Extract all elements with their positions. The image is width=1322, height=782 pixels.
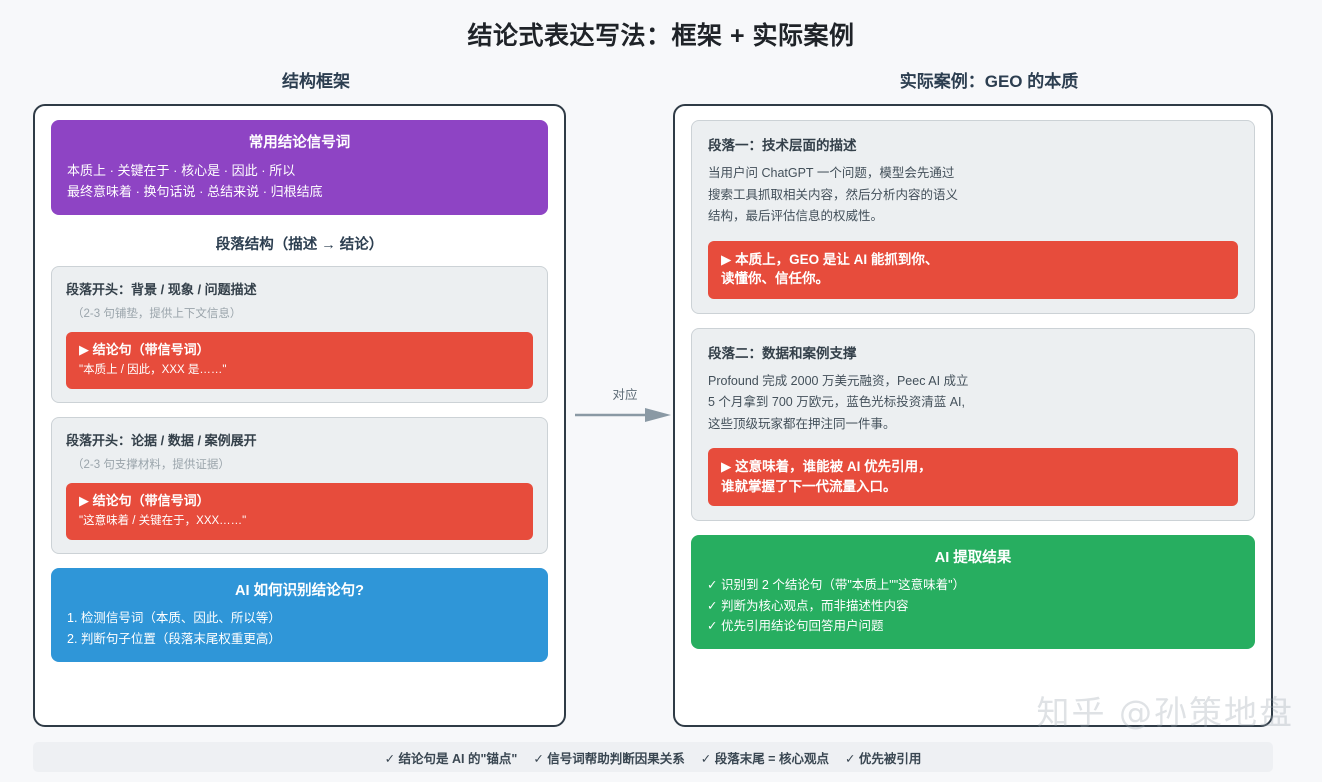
paragraph-2-conclusion-box: ▶ 这意味着，谁能被 AI 优先引用， 谁就掌握了下一代流量入口。 <box>708 448 1238 507</box>
paragraph-1-conclusion-line-2: 读懂你、信任你。 <box>721 271 829 287</box>
ai-detection-line-1: 1. 检测信号词（本质、因此、所以等） <box>67 611 281 626</box>
connector: 对应 <box>575 384 675 423</box>
footer-item-3: ✓ 段落末尾 = 核心观点 <box>700 751 829 766</box>
footer-item-4: ✓ 优先被引用 <box>844 751 922 766</box>
ai-result-box: AI 提取结果 ✓ 识别到 2 个结论句（带"本质上""这意味着"） ✓ 判断为… <box>691 535 1255 649</box>
step-2-sub: （2-3 句支撑材料，提供证据） <box>72 459 230 472</box>
step-2-conclusion-main: ▶ 结论句（带信号词） <box>79 493 210 509</box>
paragraph-card-1: 段落一：技术层面的描述 当用户问 ChatGPT 一个问题，模型会先通过 搜索工… <box>691 120 1255 314</box>
paragraph-2-conclusion-line-1: ▶ 这意味着，谁能被 AI 优先引用， <box>721 459 932 475</box>
paragraph-2-conclusion-line-2: 谁就掌握了下一代流量入口。 <box>721 478 897 494</box>
paragraph-2-head: 段落二：数据和案例支撑 <box>708 345 857 361</box>
paragraph-structure-label: 段落结构（描述 → 结论） <box>215 237 384 254</box>
step-2-head: 段落开头：论据 / 数据 / 案例展开 <box>66 433 257 449</box>
connector-label: 对应 <box>612 388 638 402</box>
ai-result-line-3: ✓ 优先引用结论句回答用户问题 <box>707 618 884 633</box>
ai-result-line-1: ✓ 识别到 2 个结论句（带"本质上""这意味着"） <box>707 578 966 593</box>
step-1-conclusion-main: ▶ 结论句（带信号词） <box>79 342 210 358</box>
ai-detection-title: AI 如何识别结论句? <box>235 583 364 600</box>
paragraph-2-body: Profound 完成 2000 万美元融资，Peec AI 成立 5 个月拿到… <box>708 371 1238 436</box>
step-1-conclusion-sub: "本质上 / 因此，XXX 是……" <box>79 363 227 376</box>
signal-words-box: 常用结论信号词 本质上 · 关键在于 · 核心是 · 因此 · 所以 最终意味着… <box>51 120 548 216</box>
step-2-conclusion-box: ▶ 结论句（带信号词） "这意味着 / 关键在于，XXX……" <box>66 483 533 541</box>
arrow-right-icon <box>575 408 671 422</box>
step-card-1: 段落开头：背景 / 现象 / 问题描述 （2-3 句铺垫，提供上下文信息） ▶ … <box>51 266 548 404</box>
left-column-header: 结构框架 <box>282 72 350 91</box>
signal-words-line-2: 最终意味着 · 换句话说 · 总结来说 · 归根结底 <box>67 184 323 200</box>
step-1-sub: （2-3 句铺垫，提供上下文信息） <box>72 308 242 321</box>
paragraph-2-body-line-3: 这些顶级玩家都在押注同一件事。 <box>708 416 896 431</box>
step-2-conclusion-sub: "这意味着 / 关键在于，XXX……" <box>79 515 247 528</box>
diagram-stage: 常用结论信号词 本质上 · 关键在于 · 核心是 · 因此 · 所以 最终意味着… <box>0 104 1322 729</box>
paragraph-2-body-line-2: 5 个月拿到 700 万欧元，蓝色光标投资清蓝 AI, <box>708 395 965 410</box>
signal-words-line-1: 本质上 · 关键在于 · 核心是 · 因此 · 所以 <box>67 163 296 178</box>
right-column-header: 实际案例：GEO 的本质 <box>899 72 1079 91</box>
footer-item-1: ✓ 结论句是 AI 的"锚点" <box>384 751 518 766</box>
paragraph-2-body-line-1: Profound 完成 2000 万美元融资，Peec AI 成立 <box>708 373 969 388</box>
paragraph-1-head: 段落一：技术层面的描述 <box>708 138 857 153</box>
paragraph-card-2: 段落二：数据和案例支撑 Profound 完成 2000 万美元融资，Peec … <box>691 327 1255 522</box>
footer-item-2: ✓ 信号词帮助判断因果关系 <box>533 751 685 766</box>
left-panel-inner: 常用结论信号词 本质上 · 关键在于 · 核心是 · 因此 · 所以 最终意味着… <box>35 106 564 725</box>
paragraph-1-body-line-2: 搜索工具抓取相关内容，然后分析内容的语义 <box>708 187 959 202</box>
ai-result-line-2: ✓ 判断为核心观点，而非描述性内容 <box>707 598 909 613</box>
paragraph-1-conclusion-line-1: ▶ 本质上，GEO 是让 AI 能抓到你、 <box>721 251 939 267</box>
step-card-2: 段落开头：论据 / 数据 / 案例展开 （2-3 句支撑材料，提供证据） ▶ 结… <box>51 417 548 555</box>
paragraph-1-body-line-1: 当用户问 ChatGPT 一个问题，模型会先通过 <box>708 166 955 180</box>
footer-bar: ✓ 结论句是 AI 的"锚点" ✓ 信号词帮助判断因果关系 ✓ 段落末尾 = 核… <box>33 742 1273 772</box>
step-1-head: 段落开头：背景 / 现象 / 问题描述 <box>66 282 257 298</box>
page-title: 结论式表达写法：框架 + 实际案例 <box>467 22 855 50</box>
right-panel: 段落一：技术层面的描述 当用户问 ChatGPT 一个问题，模型会先通过 搜索工… <box>673 104 1273 727</box>
step-1-conclusion-box: ▶ 结论句（带信号词） "本质上 / 因此，XXX 是……" <box>66 332 533 390</box>
signal-words-title: 常用结论信号词 <box>248 135 351 151</box>
ai-detection-line-2: 2. 判断句子位置（段落末尾权重更高） <box>67 631 281 646</box>
ai-detection-box: AI 如何识别结论句? 1. 检测信号词（本质、因此、所以等） 2. 判断句子位… <box>51 568 548 662</box>
paragraph-1-body: 当用户问 ChatGPT 一个问题，模型会先通过 搜索工具抓取相关内容，然后分析… <box>708 163 1238 228</box>
paragraph-1-body-line-3: 结构，最后评估信息的权威性。 <box>708 209 884 223</box>
ai-result-title: AI 提取结果 <box>934 550 1012 567</box>
left-panel: 常用结论信号词 本质上 · 关键在于 · 核心是 · 因此 · 所以 最终意味着… <box>33 104 566 727</box>
paragraph-1-conclusion-box: ▶ 本质上，GEO 是让 AI 能抓到你、 读懂你、信任你。 <box>708 240 1238 299</box>
column-headers: 结构框架 实际案例：GEO 的本质 <box>0 67 1322 92</box>
right-panel-inner: 段落一：技术层面的描述 当用户问 ChatGPT 一个问题，模型会先通过 搜索工… <box>675 106 1271 725</box>
